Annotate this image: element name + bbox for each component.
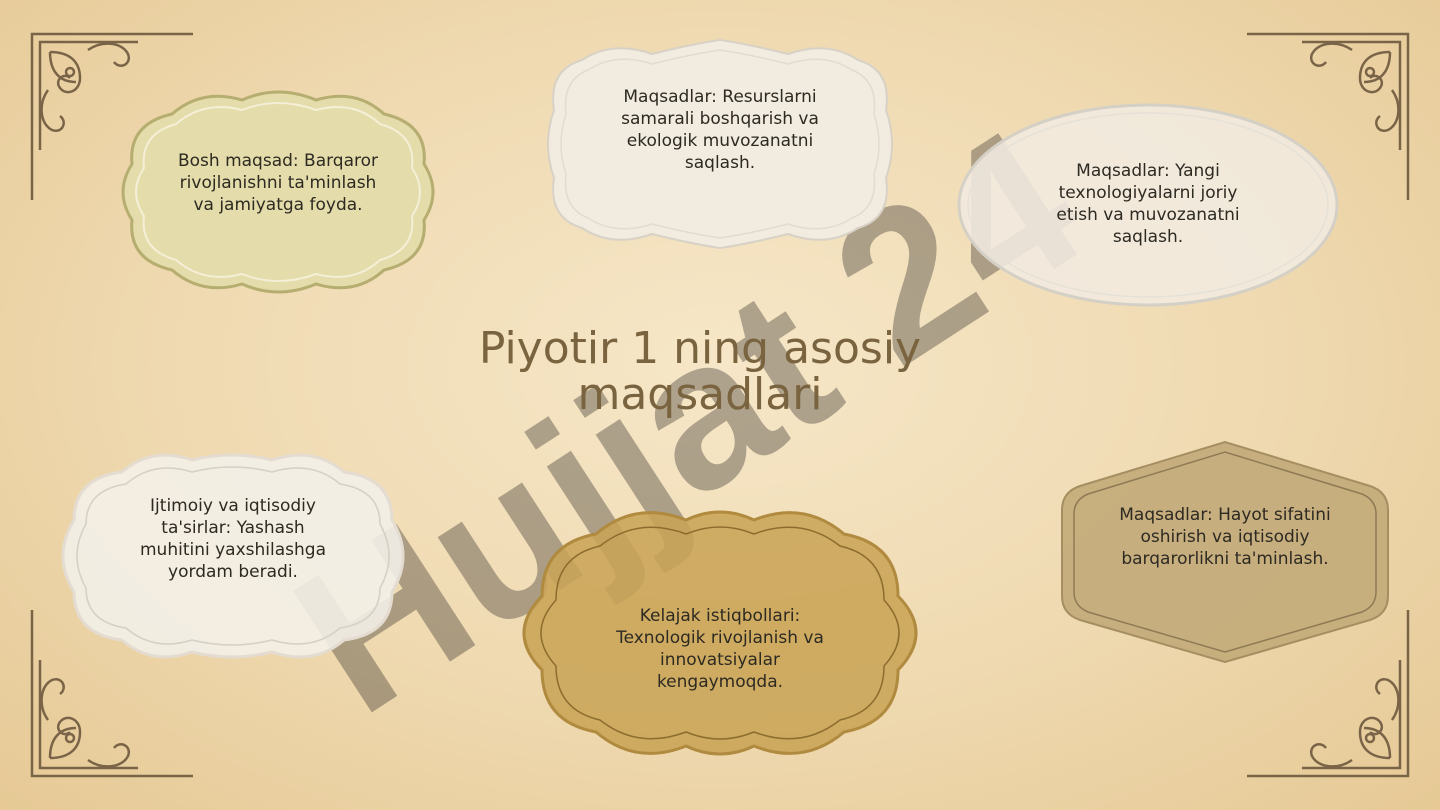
corner-ornament-icon — [28, 610, 198, 780]
bubble-text: Maqsadlar: Hayot sifatini oshirish va iq… — [1119, 505, 1331, 569]
goal-bubble-quality: Maqsadlar: Hayot sifatini oshirish va iq… — [1060, 440, 1390, 664]
bubble-text: Kelajak istiqbollari: Texnologik rivojla… — [616, 606, 824, 692]
bubble-text: Maqsadlar: Resurslarni samarali boshqari… — [621, 87, 819, 173]
bubble-shape — [121, 90, 435, 294]
bubble-text: Bosh maqsad: Barqaror rivojlanishni ta'm… — [177, 151, 379, 215]
corner-ornament-icon — [28, 30, 198, 200]
goal-bubble-resources: Maqsadlar: Resurslarni samarali boshqari… — [542, 38, 898, 250]
bubble-shape — [61, 453, 405, 659]
bubble-shape — [522, 510, 918, 756]
goal-bubble-social: Ijtimoiy va iqtisodiy ta'sirlar: Yashash… — [52, 446, 414, 666]
goal-bubble-technology: Maqsadlar: Yangi texnologiyalarni joriy … — [956, 102, 1340, 308]
goal-bubble-main: Bosh maqsad: Barqaror rivojlanishni ta'm… — [112, 84, 444, 300]
bubble-shape — [547, 38, 893, 250]
bubble-text: Maqsadlar: Yangi texnologiyalarni joriy … — [1056, 161, 1240, 247]
corner-ornament-icon — [1242, 610, 1412, 780]
bubble-shape — [957, 103, 1339, 307]
slide-title: Piyotir 1 ning asosiy maqsadlari — [478, 323, 922, 420]
corner-ornament-icon — [1242, 30, 1412, 200]
bubble-text: Ijtimoiy va iqtisodiy ta'sirlar: Yashash… — [140, 496, 326, 582]
goal-bubble-future: Kelajak istiqbollari: Texnologik rivojla… — [506, 500, 934, 766]
bubble-shape — [1061, 440, 1389, 664]
